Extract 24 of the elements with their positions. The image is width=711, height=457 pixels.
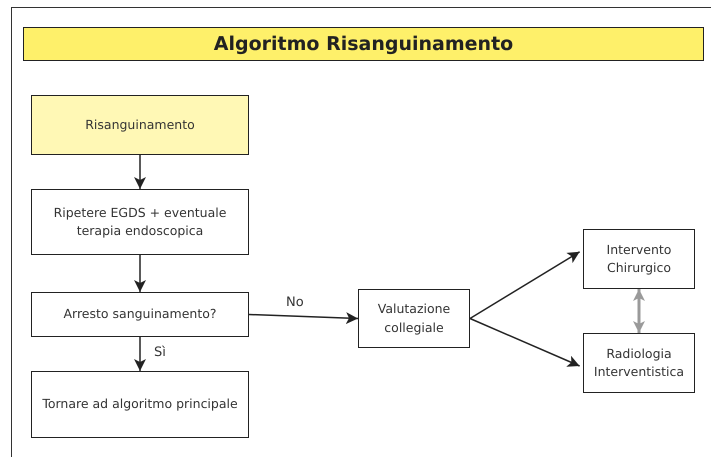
title-banner: Algoritmo Risanguinamento bbox=[23, 27, 704, 61]
box-text: Risanguinamento bbox=[85, 116, 195, 134]
process-box bbox=[583, 333, 695, 393]
box-text: Ripetere EGDS + eventuale terapia endoscopica bbox=[52, 204, 228, 240]
arrow bbox=[248, 312, 358, 324]
box-text: Tornare ad algoritmo principale bbox=[42, 395, 238, 414]
arrow bbox=[134, 337, 146, 371]
arrow bbox=[134, 255, 146, 292]
arrow bbox=[134, 155, 146, 189]
arrow bbox=[633, 289, 645, 333]
process-box bbox=[31, 292, 249, 337]
process-box bbox=[31, 371, 249, 438]
edge-label: Sì bbox=[153, 346, 167, 359]
arrow bbox=[470, 318, 580, 367]
box-text: Intervento Chirurgico bbox=[606, 240, 672, 277]
arrow bbox=[470, 251, 580, 320]
edge-label: No bbox=[285, 296, 305, 309]
box-text: Arresto sanguinamento? bbox=[63, 305, 217, 324]
process-box bbox=[583, 229, 695, 289]
box-text: Radiologia Interventistica bbox=[592, 344, 686, 381]
process-box bbox=[358, 289, 470, 348]
box-text: Valutazione collegiale bbox=[376, 300, 452, 337]
process-box bbox=[31, 189, 249, 255]
process-box bbox=[31, 95, 249, 155]
